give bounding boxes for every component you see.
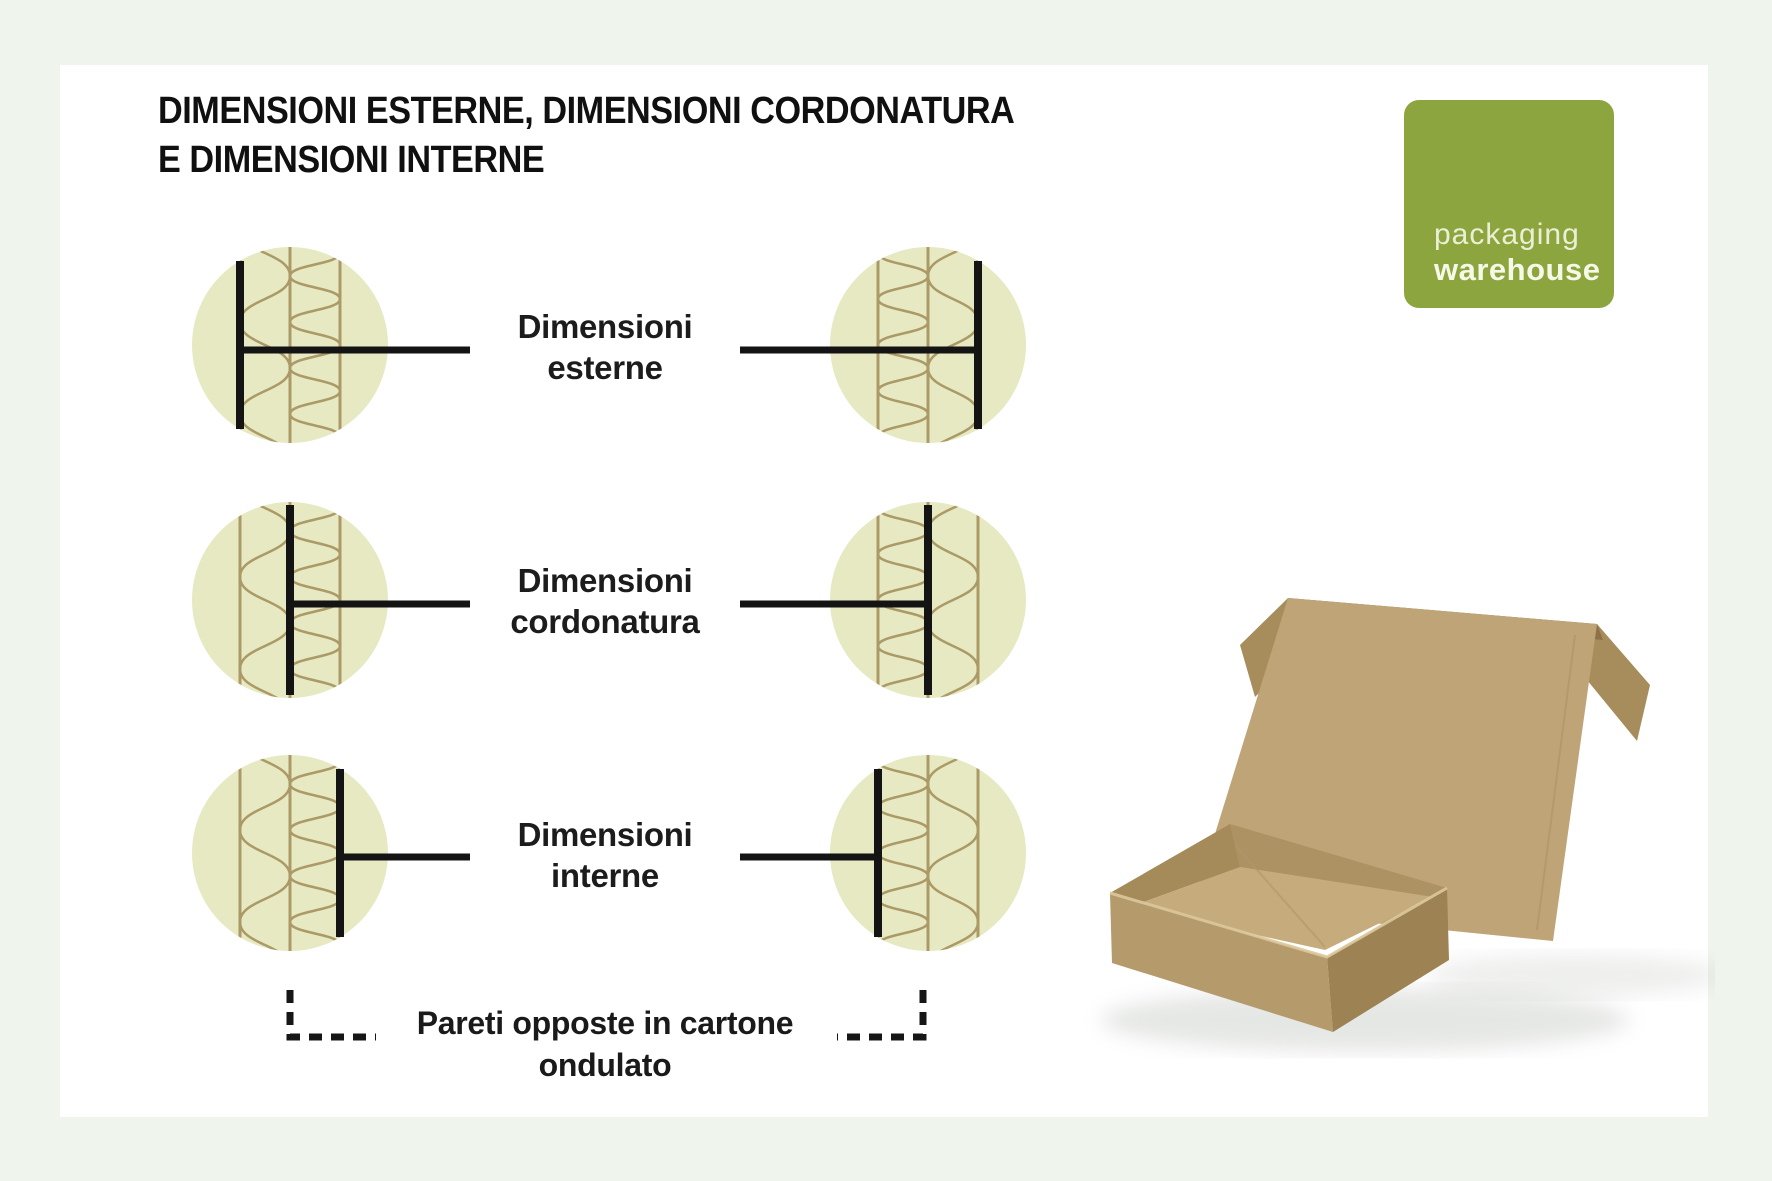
tray-floor-crease (1234, 844, 1326, 948)
board-diagram-cordonatura-left (192, 502, 470, 698)
open-box-photo (1100, 598, 1715, 1052)
board-diagram-esterne-left (192, 247, 470, 443)
board-diagram-interne-left (192, 755, 470, 951)
logo-text-warehouse: warehouse (1434, 252, 1601, 287)
logo-text-packaging: packaging (1434, 218, 1580, 251)
label-dimensioni-cordonatura: Dimensioni cordonatura (510, 562, 700, 640)
page-title-line-2: E DIMENSIONI INTERNE (158, 139, 545, 181)
tray-left-inner-wall (1110, 824, 1240, 907)
label-dimensioni-esterne: Dimensioni esterne (517, 308, 693, 386)
dashed-bracket-right (837, 990, 927, 1041)
board-diagram-interne-right (740, 755, 1026, 951)
tray-front-right-face (1327, 888, 1449, 1032)
tray-front-left-face (1110, 893, 1333, 1032)
tray-floor (1130, 867, 1433, 950)
dashed-bracket-left (286, 990, 376, 1041)
box-shadow-right (1425, 953, 1715, 997)
lid-crease-line (1536, 634, 1576, 931)
packaging-warehouse-logo: packaging warehouse (1404, 100, 1614, 308)
board-diagram-cordonatura-right (740, 502, 1026, 698)
box-shadow (1100, 988, 1630, 1052)
tray-rim-edge (1109, 886, 1448, 959)
label-dimensioni-interne: Dimensioni interne (517, 816, 693, 894)
board-diagram-esterne-right (740, 247, 1026, 443)
footnote-pareti-opposte: Pareti opposte in cartone ondulato (416, 1005, 794, 1083)
page-title: DIMENSIONI ESTERNE, DIMENSIONI CORDONATU… (158, 87, 1110, 185)
content-card: DIMENSIONI ESTERNE, DIMENSIONI CORDONATU… (60, 65, 1715, 1117)
tray-back-inner-wall (1230, 824, 1447, 897)
lid-right-flap (1587, 624, 1650, 741)
page-title-line-1: DIMENSIONI ESTERNE, DIMENSIONI CORDONATU… (158, 90, 1015, 132)
